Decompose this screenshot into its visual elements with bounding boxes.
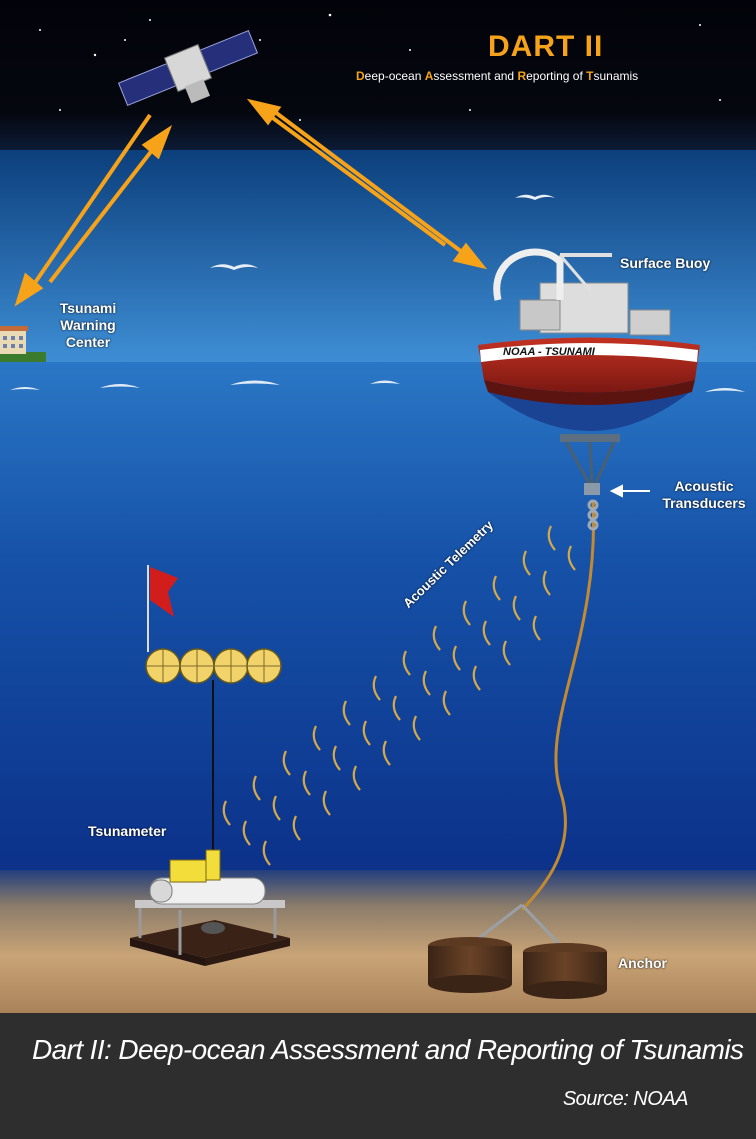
night-sky bbox=[0, 0, 756, 150]
caption-text: Dart II: Deep-ocean Assessment and Repor… bbox=[32, 1034, 744, 1065]
buoy-hull-text: NOAA - TSUNAMI bbox=[503, 346, 596, 358]
diagram-subtitle: Deep-ocean Assessment and Reporting of T… bbox=[356, 69, 638, 83]
warning-center-label: Tsunami Warning Center bbox=[52, 300, 124, 351]
acoustic-transducers-label: Acoustic Transducers bbox=[654, 478, 754, 512]
subtitle-part-2: ssessment and bbox=[433, 69, 518, 83]
surface-buoy: NOAA - TSUNAMI bbox=[478, 248, 700, 495]
tsunameter-float-array bbox=[145, 565, 282, 860]
acronym-letter-a: A bbox=[424, 69, 434, 83]
satellite bbox=[117, 30, 259, 106]
acoustic-transducers-line-2: Transducers bbox=[662, 495, 746, 511]
acoustic-telemetry-waves bbox=[222, 525, 576, 866]
caption-bar bbox=[0, 1013, 756, 1139]
ocean bbox=[0, 362, 756, 922]
subtitle-part-3: eporting of bbox=[526, 69, 587, 83]
seafloor bbox=[0, 870, 756, 1013]
warning-center-building bbox=[0, 326, 46, 362]
surface-buoy-label: Surface Buoy bbox=[620, 255, 711, 271]
surface-waves bbox=[10, 380, 745, 392]
acronym-letter-d: D bbox=[356, 69, 365, 83]
mooring-line bbox=[520, 499, 596, 912]
seagulls bbox=[210, 194, 555, 270]
anchor-label: Anchor bbox=[618, 955, 667, 971]
buoy-chain bbox=[587, 499, 599, 531]
acronym-letter-t: T bbox=[586, 69, 594, 83]
warning-center-line-1: Tsunami bbox=[59, 300, 117, 316]
acronym-letter-r: R bbox=[517, 69, 527, 83]
diagram-artwork: NOAA - TSUNAMI bbox=[0, 0, 756, 1013]
subtitle-part-4: sunamis bbox=[593, 69, 639, 83]
tsunameter-label: Tsunameter bbox=[88, 823, 167, 839]
warning-center-line-2: Warning bbox=[60, 317, 116, 333]
satellite-links bbox=[14, 98, 488, 307]
acoustic-transducers-line-1: Acoustic bbox=[674, 478, 734, 494]
tsunameter-device bbox=[130, 849, 290, 966]
warning-center-line-3: Center bbox=[65, 334, 111, 350]
diagram-title: DART II bbox=[488, 30, 604, 63]
stars bbox=[39, 13, 721, 121]
anchor-weights bbox=[428, 903, 607, 999]
subtitle-part-1: eep-ocean bbox=[364, 69, 425, 83]
transducer-pointer bbox=[609, 484, 650, 498]
source-credit: Source: NOAA bbox=[562, 1088, 689, 1110]
